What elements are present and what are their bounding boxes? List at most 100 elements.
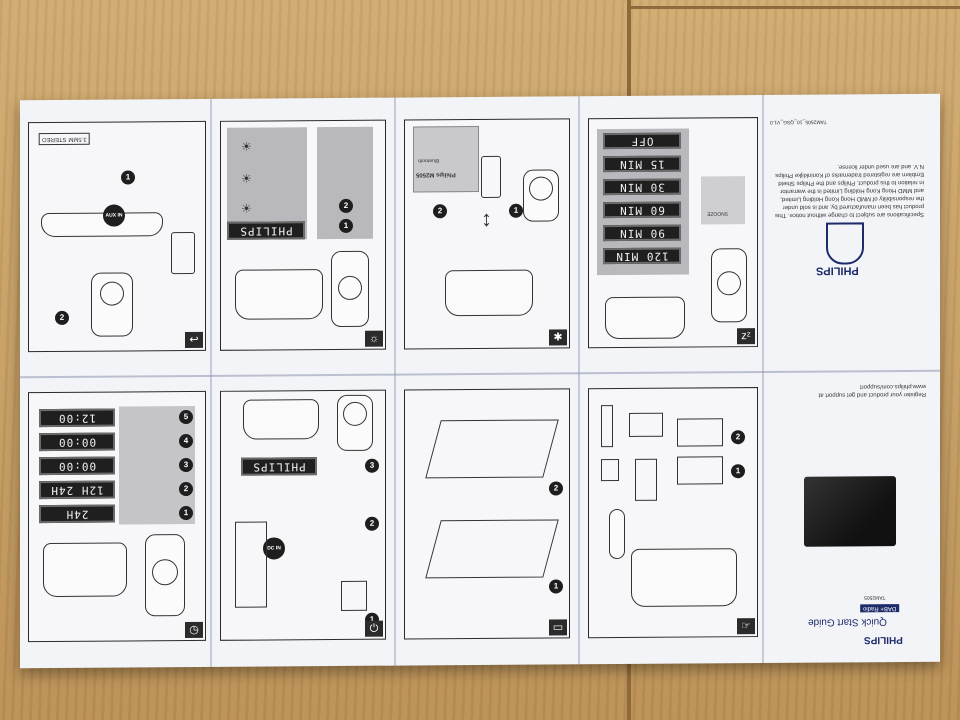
step-1-marker: 1 — [731, 464, 745, 479]
radio-device-illustration — [235, 269, 323, 320]
step-1-marker: 1 — [179, 506, 193, 521]
panel-front-cover: Register your product and get support at… — [768, 376, 936, 657]
product-photo — [804, 476, 896, 547]
remote-illustration — [91, 272, 133, 337]
sleep-time-display: 15 MIN — [603, 155, 681, 173]
panel-sleep-timer: OFF 15 MIN 30 MIN 60 MIN 90 MIN 120 MIN … — [588, 117, 758, 349]
table-seam-top — [627, 6, 960, 9]
philips-shield-icon — [826, 222, 864, 265]
device-underside-illustration — [425, 419, 559, 479]
contents-box-illustration — [677, 418, 723, 447]
fold-line — [394, 97, 396, 666]
radio-device-illustration — [445, 269, 533, 317]
brand-logo-cover: PHILIPS — [864, 634, 903, 646]
step-1-marker: 1 — [121, 170, 135, 185]
radio-device-illustration — [41, 212, 163, 238]
sun-icon: ☀ — [241, 201, 252, 216]
document-code: TAM2505_10_QSG_V1.0 — [770, 118, 827, 125]
battery-pack-illustration — [629, 412, 663, 437]
brand-logo-back: PHILIPS — [816, 264, 859, 277]
remote-illustration — [331, 250, 369, 328]
sleep-time-display: OFF — [603, 132, 681, 150]
cable-illustration — [601, 405, 613, 448]
remote-illustration — [337, 394, 373, 451]
remote-illustration — [145, 534, 185, 617]
radio-device-illustration — [605, 296, 685, 340]
power-adapter-illustration — [635, 458, 657, 501]
panel-tab-sleep: zᶻ — [737, 328, 755, 345]
step-2-marker: 2 — [55, 310, 69, 325]
panel-tab-clock: ◷ — [185, 621, 203, 639]
stereo-cable-label: 3.5MM STEREO — [39, 132, 90, 146]
step-1-marker: 1 — [339, 218, 353, 233]
bluetooth-label: Bluetooth — [418, 157, 440, 164]
panel-box-contents: 2 1 ☞ — [588, 387, 758, 639]
panel-back-cover: TAM2505_10_QSG_V1.0 Specifications are s… — [768, 104, 936, 367]
bluetooth-device-name: Philips M2505 — [416, 171, 456, 178]
fold-line — [210, 98, 212, 667]
step-3-marker: 3 — [179, 458, 193, 473]
sleep-time-display: 90 MIN — [603, 224, 681, 242]
product-line-badge: DAB+ Radio — [860, 604, 900, 613]
plug-illustration — [601, 459, 619, 482]
sleep-time-display: 60 MIN — [603, 201, 681, 219]
snooze-label: SNOOZE — [707, 210, 729, 217]
remote-illustration — [523, 169, 559, 222]
step-1-marker: 1 — [509, 203, 523, 218]
panel-bluetooth: Bluetooth Philips M2505 2 ↕ 1 ✱ — [404, 118, 570, 350]
phone-illustration — [481, 155, 501, 198]
sleep-time-display: 30 MIN — [603, 178, 681, 196]
panel-tab-aux: ↩ — [185, 331, 203, 349]
panel-battery-install: 2 1 ▭ — [404, 388, 570, 640]
panel-tab-battery: ▭ — [549, 619, 567, 636]
snooze-button-box: SNOOZE — [701, 176, 745, 225]
clock-step-display: 12H 24H — [39, 480, 115, 500]
wall-socket-illustration — [341, 580, 367, 611]
step-2-marker: 2 — [433, 204, 447, 219]
step-3-marker: 3 — [365, 458, 379, 473]
fold-line — [578, 96, 580, 665]
step-4-marker: 4 — [179, 434, 193, 449]
panel-power-connection: PHILIPS 3 2 DC IN 1 ⏻ — [220, 389, 386, 641]
support-note: Register your product and get support at… — [818, 382, 926, 398]
step-1-marker: 1 — [549, 579, 563, 594]
step-2-marker: 2 — [339, 198, 353, 213]
model-number: TAM2505 — [864, 594, 886, 601]
radio-device-illustration — [243, 399, 319, 440]
clock-step-display: 24H — [39, 504, 115, 524]
sun-icon: ☀ — [241, 139, 252, 154]
device-display: PHILIPS — [227, 221, 305, 240]
remote-illustration — [609, 508, 625, 560]
clock-step-display: 12:00 — [39, 408, 115, 428]
panel-tab-brightness: ☼ — [365, 330, 383, 347]
panel-tab-power: ⏻ — [365, 620, 383, 637]
device-back-illustration — [235, 521, 267, 608]
step-2-marker: 2 — [365, 516, 379, 531]
distance-arrow-icon: ↕ — [481, 205, 492, 231]
sleep-time-display: 120 MIN — [603, 247, 681, 265]
aux-in-badge: AUX IN — [103, 204, 125, 227]
fold-line — [762, 95, 764, 664]
step-2-marker: 2 — [731, 430, 745, 445]
clock-step-display: 00:00 — [39, 432, 115, 452]
quick-start-guide-sheet: 3.5MM STEREO 1 AUX IN 2 ↩ ☀ ☀ ☀ PHILIPS … — [20, 93, 940, 669]
panel-brightness: ☀ ☀ ☀ PHILIPS 2 1 ☼ — [220, 119, 386, 351]
step-2-marker: 2 — [549, 481, 563, 496]
sun-icon: ☀ — [241, 171, 252, 186]
panel-aux-connection: 3.5MM STEREO 1 AUX IN 2 ↩ — [28, 120, 206, 353]
phone-illustration — [171, 231, 195, 275]
remote-illustration — [711, 248, 747, 323]
contents-box-illustration — [677, 456, 723, 485]
radio-device-illustration — [43, 542, 127, 598]
step-2-marker: 2 — [179, 482, 193, 497]
clock-step-display: 00:00 — [39, 456, 115, 476]
panel-clock-setting: 12:00 00:00 00:00 12H 24H 24H 5 4 3 2 1 … — [28, 390, 206, 643]
device-display: PHILIPS — [241, 457, 317, 476]
panel-tab-contents: ☞ — [737, 618, 755, 635]
step-5-marker: 5 — [179, 410, 193, 425]
radio-device-illustration — [631, 548, 737, 607]
specification-notice: Specifications are subject to change wit… — [775, 162, 924, 218]
phone-pairing-screen: Bluetooth Philips M2505 — [413, 126, 479, 193]
device-underside-illustration — [425, 519, 559, 579]
panel-tab-bluetooth: ✱ — [549, 329, 567, 346]
